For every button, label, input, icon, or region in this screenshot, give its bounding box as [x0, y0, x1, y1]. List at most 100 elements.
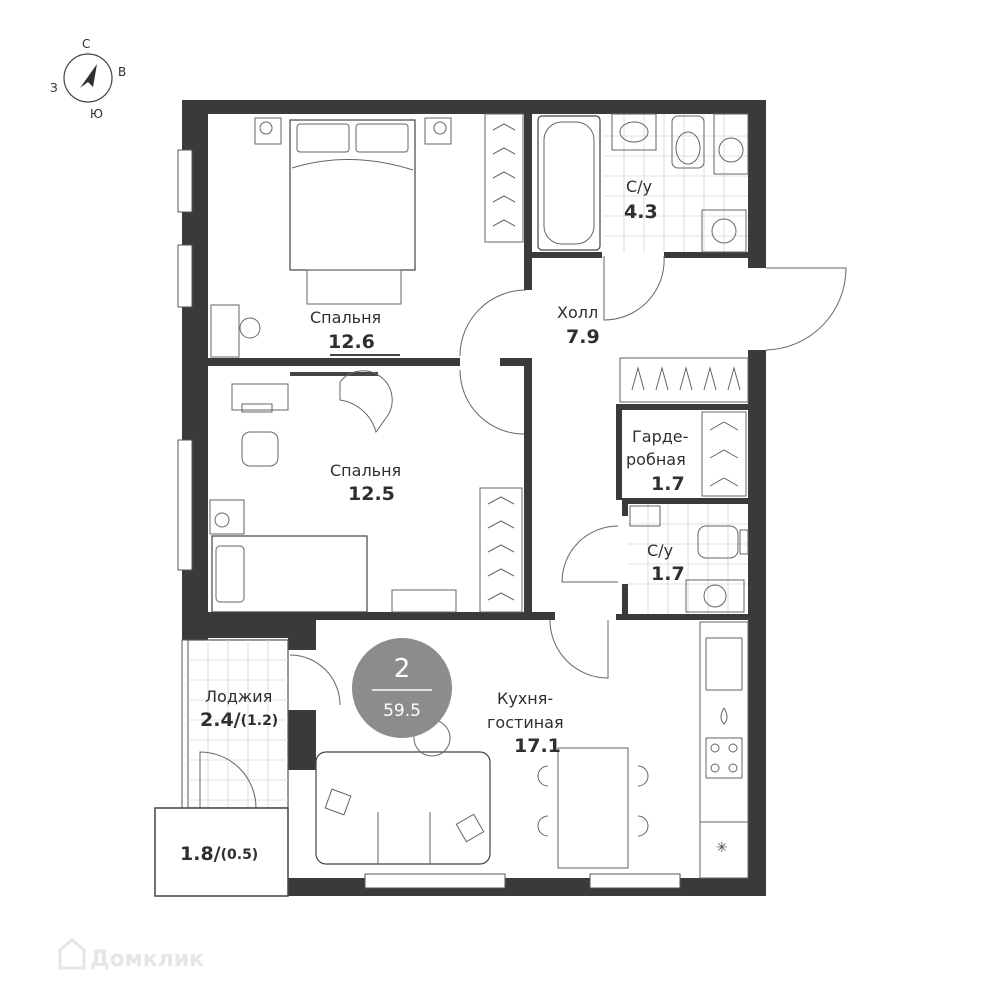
nightstand-left	[254, 117, 282, 145]
sink-icon	[611, 113, 657, 151]
kitchen-counter	[699, 621, 749, 879]
kitchen-sink-icon	[705, 637, 743, 691]
entrance-door-swing	[765, 267, 847, 351]
wall-right-upper	[748, 100, 766, 268]
wc-toilet-icon	[697, 525, 739, 559]
wall-bedroom2-bottom	[205, 612, 555, 620]
bathtub-inner	[543, 121, 595, 245]
window-bedroom1-a	[177, 149, 193, 213]
bathroom-label: С/у	[626, 177, 652, 196]
compass: С В Ю З	[50, 37, 126, 121]
keyboard-icon	[241, 403, 273, 413]
wall-top	[182, 100, 766, 114]
window-bedroom2	[177, 439, 193, 571]
single-bed	[211, 535, 368, 613]
compass-arrow-icon	[80, 64, 97, 88]
wc-fixtures	[628, 504, 749, 614]
wall-wc-left-top	[622, 504, 628, 516]
boiler-icon	[713, 113, 749, 175]
bathtub	[537, 115, 601, 251]
watermark: Домклик	[58, 938, 204, 972]
bedroom2-label: Спальня	[330, 461, 401, 480]
wc-tiles	[628, 504, 748, 614]
wall-hall-upper	[524, 250, 532, 290]
windows	[177, 149, 681, 889]
wardrobe-label-line2: робная	[626, 450, 686, 469]
loggia-label: Лоджия	[205, 687, 272, 706]
window-bedroom1-b	[177, 244, 193, 308]
wall-wc-bottom	[616, 614, 752, 620]
wardrobe-fixtures	[701, 411, 747, 497]
bath-tiles	[604, 114, 748, 252]
window-kitchen-a	[364, 873, 506, 889]
hanger-icon	[492, 123, 516, 227]
kitchen-label-line2: гостиная	[487, 713, 564, 732]
water-drop-icon	[720, 707, 728, 725]
wall-bedrooms	[205, 358, 460, 366]
pillow-icon	[296, 123, 350, 153]
wc-door-swing	[561, 525, 619, 583]
hall-wardrobe	[619, 357, 749, 403]
compass-east: В	[118, 65, 126, 79]
wc-label: С/у	[647, 541, 673, 560]
blanket-fold	[291, 159, 414, 171]
bedroom2-furniture	[209, 370, 523, 613]
window-kitchen-b	[589, 873, 681, 889]
hanger-icon	[709, 421, 739, 487]
loggia-glazing	[181, 639, 189, 811]
washing-machine-drum	[711, 218, 737, 244]
sofa	[315, 751, 491, 865]
dresser	[391, 589, 457, 613]
wall-wardrobe-top	[616, 404, 752, 410]
bathroom-fixtures	[537, 113, 749, 253]
bedroom1-door-swing	[459, 289, 527, 357]
loggia-door-swing	[199, 751, 257, 809]
wardrobe-bedroom2	[479, 487, 523, 613]
bathroom-area: 4.3	[624, 201, 658, 223]
armchair-icon	[339, 370, 393, 434]
hall-doors	[459, 255, 847, 679]
wall-bath-left	[524, 110, 532, 260]
hanger-icon	[631, 366, 741, 391]
office-chair-icon	[241, 431, 279, 467]
washing-machine-icon	[701, 209, 747, 253]
wc-machine-icon	[685, 579, 745, 613]
chair-icon	[239, 317, 261, 339]
watermark-text: Домклик	[90, 947, 204, 972]
wc-cistern	[739, 529, 749, 555]
bedroom1-label: Спальня	[310, 308, 381, 327]
wall-bottom	[288, 878, 766, 896]
wall-wc-top	[622, 498, 752, 504]
lamp-icon	[433, 121, 447, 135]
badge-circle	[352, 638, 452, 738]
nightstand-right	[424, 117, 452, 145]
balcony-area: 1.8/(0.5)	[180, 843, 258, 865]
wall-bath-bottom-right	[664, 252, 754, 258]
compass-north: С	[82, 37, 90, 51]
badge-total-area: 59.5	[383, 701, 421, 721]
desk	[231, 383, 289, 411]
bench	[306, 269, 402, 305]
wardrobe-bedroom1	[484, 113, 524, 243]
rooms-badge: 2 59.5	[352, 638, 452, 738]
kitchen-area: 17.1	[514, 735, 561, 757]
compass-ring	[63, 53, 113, 103]
house-logo-icon	[58, 938, 86, 970]
double-bed	[289, 119, 416, 271]
badge-room-count: 2	[394, 654, 411, 684]
loggia: Лоджия 2.4/(1.2) 1.8/(0.5)	[154, 639, 341, 897]
compass-west: З	[50, 81, 58, 95]
loggia-inner-door-swing	[289, 654, 341, 706]
nightstand	[209, 499, 245, 535]
kitchen-label-line1: Кухня-	[497, 689, 553, 708]
kitchen-fixtures: ✳	[315, 621, 749, 879]
lamp-icon	[214, 512, 230, 528]
wall-bath-bottom-left	[532, 252, 602, 258]
hall-label: Холл	[557, 303, 598, 322]
hanger-icon	[487, 496, 515, 601]
dining-table	[557, 747, 629, 869]
loggia-tiles	[188, 640, 288, 808]
fridge-icon: ✳	[716, 840, 728, 856]
pillow-icon	[355, 123, 409, 153]
